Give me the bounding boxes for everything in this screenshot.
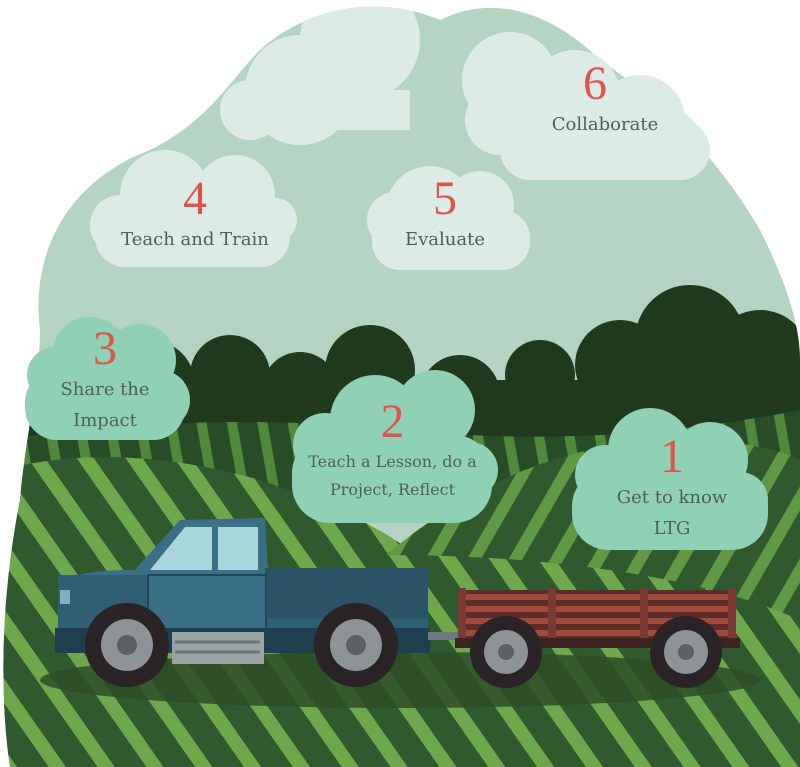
truck-step — [172, 632, 264, 664]
truck-window-side — [218, 527, 258, 570]
truck-wheel-rear — [314, 603, 398, 687]
cloud-step-4 — [90, 150, 297, 267]
cloud-step-5 — [367, 166, 530, 270]
cloud-step-1 — [572, 408, 768, 550]
trailer — [455, 588, 740, 688]
trailer-hitch — [428, 632, 468, 640]
trailer-wheel-front — [470, 616, 542, 688]
trailer-wheel-rear — [650, 616, 722, 688]
cloud-step-6 — [462, 32, 710, 180]
cloud-step-3 — [25, 317, 190, 440]
sky-cloud-top — [220, 6, 420, 145]
cloud-step-2 — [292, 370, 498, 523]
truck-headlight — [60, 590, 70, 604]
truck-wheel-front — [85, 603, 169, 687]
truck-door — [147, 574, 267, 631]
ground-shadow — [40, 652, 760, 708]
pickup-truck — [55, 518, 468, 687]
truck-window-front — [150, 527, 212, 570]
